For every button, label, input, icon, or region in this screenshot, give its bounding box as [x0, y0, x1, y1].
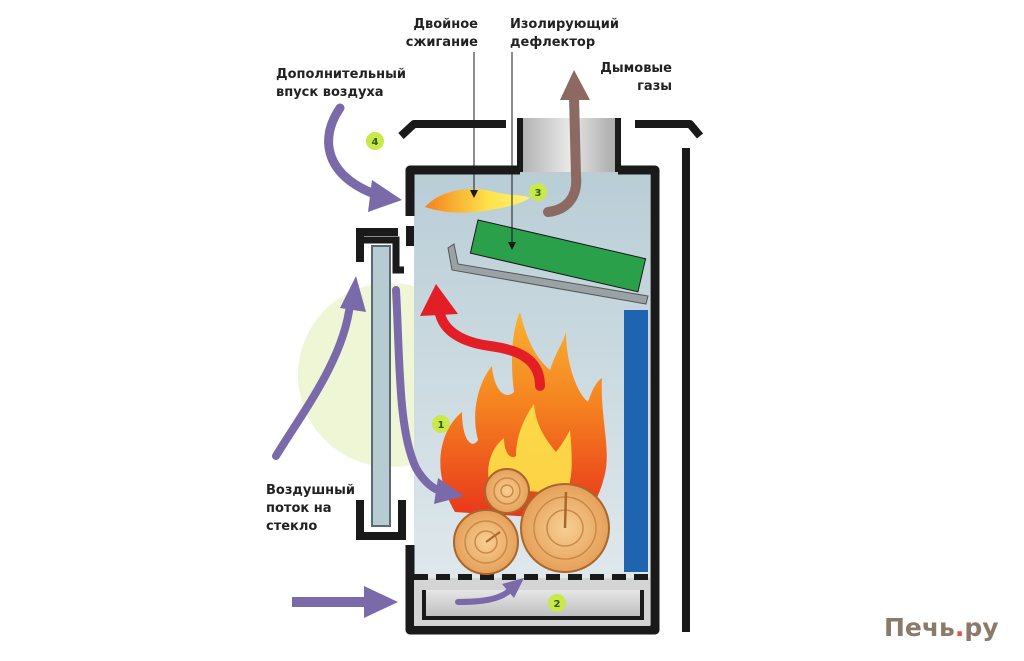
label-flue-gases: Дымовые газы — [600, 61, 672, 94]
stove-top-right — [635, 120, 704, 139]
deflector-frame — [447, 243, 649, 305]
svg-text:Изолирующий: Изолирующий — [510, 17, 619, 32]
svg-text:Дымовые: Дымовые — [600, 61, 672, 76]
svg-text:дефлектор: дефлектор — [510, 35, 595, 50]
svg-text:впуск воздуха: впуск воздуха — [276, 85, 384, 100]
label-glass-airflow: Воздушный поток на стекло — [266, 483, 355, 534]
svg-text:сжигание: сжигание — [406, 35, 478, 50]
ash-tray — [422, 590, 644, 620]
marker-1: 1 — [432, 415, 450, 433]
label-extra-air-intake: Дополнительный впуск воздуха — [276, 67, 406, 100]
primary-air-arrow — [292, 586, 398, 618]
door-frame-bottom — [356, 500, 406, 540]
flue-gas-arrow — [543, 70, 590, 217]
glass-wash-arrow — [392, 286, 464, 504]
svg-text:Двойное: Двойное — [413, 17, 478, 32]
secondary-flame — [425, 188, 530, 213]
marker-3: 3 — [529, 183, 547, 201]
insulating-deflector-plate — [469, 219, 647, 293]
glass-airflow-arrow — [272, 276, 366, 460]
svg-text:газы: газы — [637, 79, 672, 94]
logs-icon — [453, 468, 610, 575]
extra-air-arrow — [324, 103, 402, 212]
door-glass — [371, 245, 391, 527]
chimney — [520, 118, 618, 172]
svg-text:4: 4 — [372, 137, 379, 148]
label-double-combustion: Двойное сжигание — [406, 17, 478, 50]
marker-4: 4 — [366, 132, 384, 150]
under-grate-arrow — [455, 578, 524, 605]
svg-text:Дополнительный: Дополнительный — [276, 67, 406, 82]
stove-top-left — [398, 120, 506, 139]
svg-text:Воздушный: Воздушный — [266, 483, 355, 498]
svg-text:поток на: поток на — [266, 501, 331, 516]
label-insulating-deflector: Изолирующий дефлектор — [510, 17, 619, 50]
svg-text:3: 3 — [535, 188, 542, 199]
side-insulation — [624, 310, 648, 572]
svg-text:1: 1 — [438, 420, 445, 431]
marker-2: 2 — [548, 594, 566, 612]
svg-text:стекло: стекло — [266, 519, 317, 534]
svg-text:2: 2 — [554, 599, 561, 610]
brand-logo: Печь.ру — [884, 613, 999, 642]
svg-text:Печь.ру: Печь.ру — [884, 613, 999, 642]
hot-gas-arrow — [420, 284, 545, 391]
stove-body — [405, 165, 660, 635]
